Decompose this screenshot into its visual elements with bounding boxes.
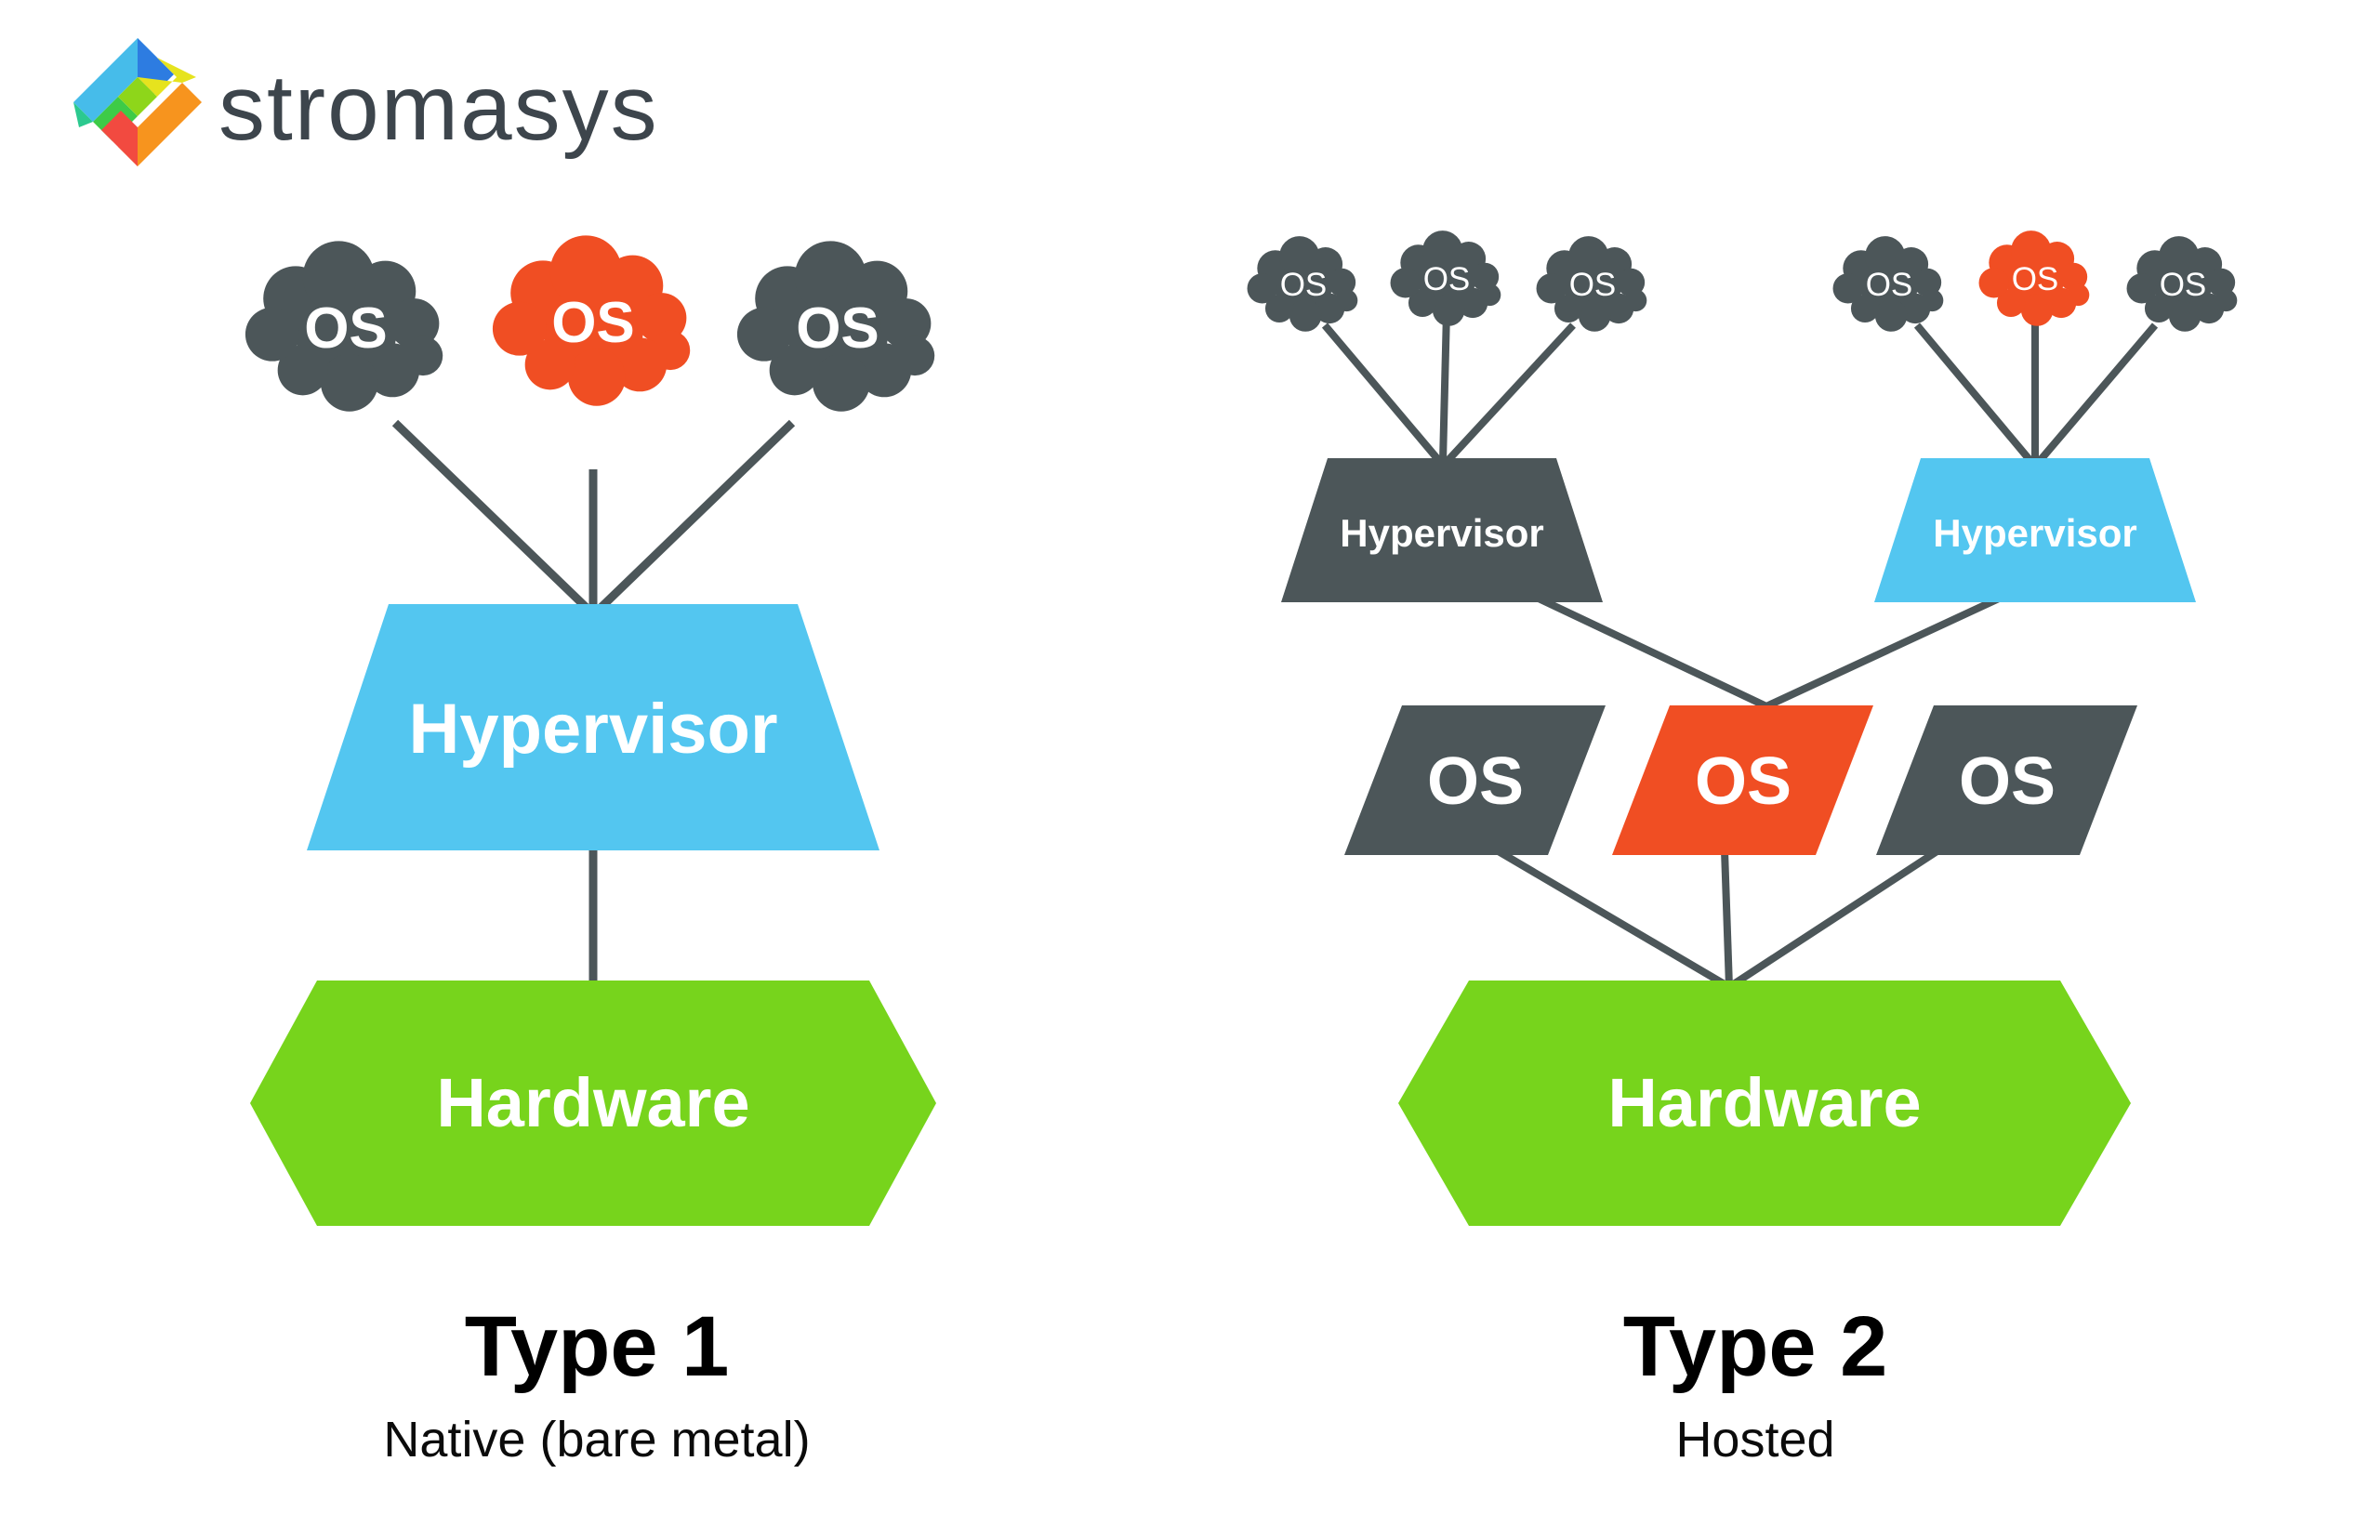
type1-subtitle: Native (bare metal)	[383, 1412, 810, 1468]
type1-title: Type 1	[465, 1299, 730, 1394]
logo-segment-red	[101, 111, 138, 166]
type1-os-cloud-2-label: OS	[551, 291, 635, 355]
type2-host-os-1-label: OS	[1427, 744, 1524, 819]
type2-connector-os2-hardware	[1721, 849, 1733, 988]
type2-groupA-connector-2	[1439, 310, 1450, 463]
type1-os-cloud-3-label: OS	[796, 296, 879, 361]
type2-hypervisor-A-trapezoid	[1281, 458, 1603, 602]
type2-host-os-3-label: OS	[1959, 744, 2056, 819]
type1-hypervisor-label: Hypervisor	[408, 690, 777, 769]
brand-header: stromasys	[73, 38, 659, 166]
type2-groupA-cloud-3-label: OS	[1569, 267, 1617, 303]
type2-title: Type 2	[1623, 1299, 1888, 1394]
type1-diagram: Hypervisor Hardware OS OS OS Type 1 Nati…	[245, 235, 936, 1468]
type2-host-os-1-parallelogram	[1344, 705, 1606, 855]
type1-connector-cloud1-hypervisor	[391, 419, 591, 612]
logo-segment-cyan	[73, 38, 157, 122]
brand-wordmark: stromasys	[218, 56, 659, 160]
type2-connector-hypB-os	[1765, 595, 2001, 710]
type2-subtitle: Hosted	[1675, 1412, 1834, 1468]
type2-host-os-2-parallelogram	[1612, 705, 1873, 855]
type2-connector-hypA-os	[1537, 595, 1768, 710]
type2-hypervisor-A-label: Hypervisor	[1340, 511, 1543, 555]
type1-hardware-hexagon	[250, 981, 936, 1226]
type2-groupB-cloud-1-label: OS	[1866, 267, 1913, 303]
type2-groupB-cloud-3-label: OS	[2160, 267, 2207, 303]
type2-groupA-cloud-1-label: OS	[1280, 267, 1328, 303]
type2-connector-os1-hardware	[1494, 847, 1732, 991]
type2-groupA-cloud-2-label: OS	[1423, 261, 1471, 297]
type2-hypervisor-B-trapezoid	[1874, 458, 2196, 602]
type2-hardware-label: Hardware	[1607, 1064, 1921, 1141]
type2-hypervisor-B-label: Hypervisor	[1933, 511, 2136, 555]
type1-os-cloud-1-label: OS	[304, 296, 388, 361]
type2-hardware-hexagon	[1398, 981, 2131, 1226]
type2-host-os-3-parallelogram	[1876, 705, 2137, 855]
type1-hypervisor-trapezoid	[307, 604, 879, 850]
type1-connector-cloud3-hypervisor	[596, 419, 796, 612]
type2-diagram: Hypervisor Hypervisor OS OS OS Hardware …	[1247, 230, 2238, 1468]
type2-host-os-2-label: OS	[1695, 744, 1792, 819]
logo-segment-teal	[73, 102, 93, 127]
type2-connector-os3-hardware	[1726, 847, 1941, 991]
type2-groupB-connector-1	[1913, 322, 2035, 465]
type1-hardware-label: Hardware	[436, 1064, 749, 1141]
type2-groupB-cloud-2-label: OS	[2012, 261, 2059, 297]
logo-segment-orange	[118, 83, 202, 166]
stromasys-logo-icon	[73, 38, 202, 166]
type2-groupA-connector-1	[1321, 322, 1444, 465]
type2-groupA-connector-3	[1444, 322, 1576, 465]
type2-groupB-connector-3	[2035, 322, 2159, 465]
logo-segment-yellow	[138, 58, 196, 97]
